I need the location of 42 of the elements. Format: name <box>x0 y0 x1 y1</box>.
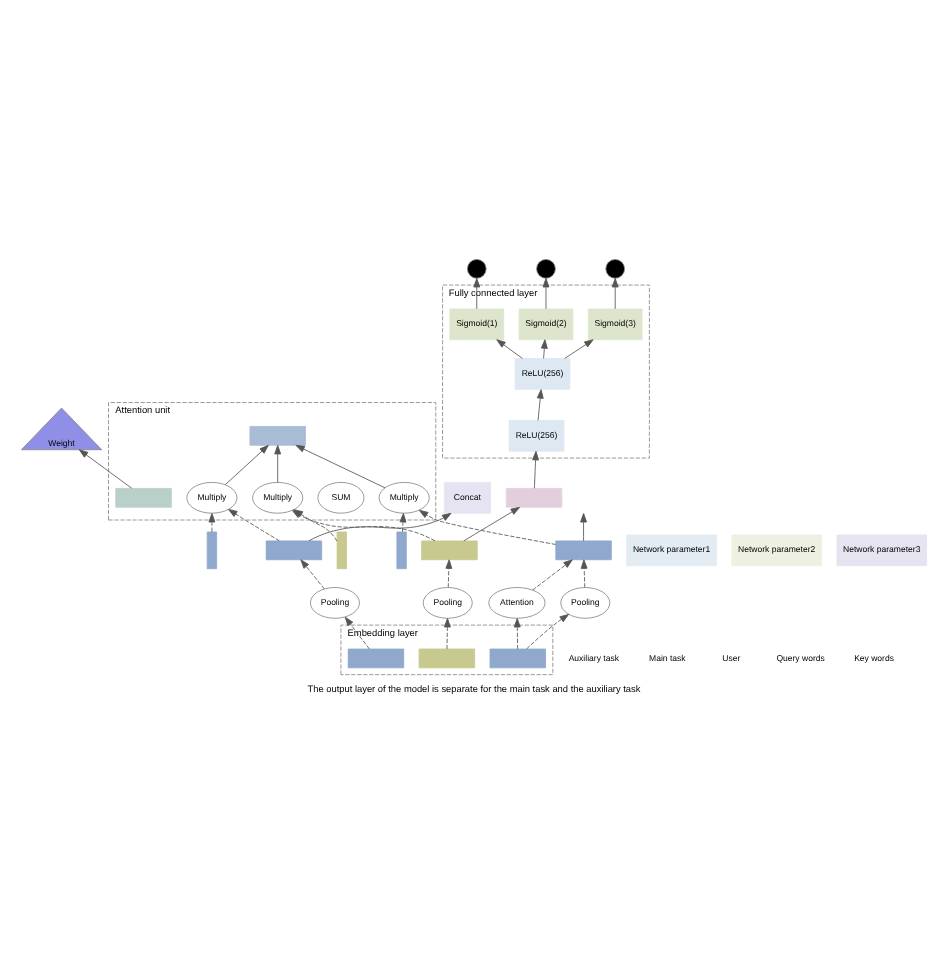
arrow <box>526 612 569 649</box>
node-circle <box>466 258 487 278</box>
arrow <box>532 449 539 488</box>
node-box <box>505 486 563 507</box>
node-box <box>489 647 546 668</box>
node-circle <box>536 258 556 278</box>
arrow <box>445 558 453 587</box>
arrow <box>78 448 133 488</box>
arrow <box>473 277 481 309</box>
node-box <box>115 486 172 507</box>
arrow <box>225 443 269 484</box>
arrow <box>308 511 452 541</box>
node-box <box>265 539 323 560</box>
arrow <box>611 277 619 309</box>
arrow <box>295 443 386 488</box>
node-box <box>249 425 306 445</box>
arrow <box>542 277 550 309</box>
arrow <box>208 512 216 532</box>
arrow <box>540 338 548 358</box>
arrow <box>564 338 594 358</box>
node-box <box>418 647 476 668</box>
node-bar <box>336 530 347 569</box>
arrow <box>300 558 325 589</box>
node-box <box>555 539 612 560</box>
arrow <box>580 558 588 587</box>
arrow <box>536 388 544 420</box>
arrow <box>443 617 451 649</box>
node-bar <box>206 530 218 569</box>
node-circle <box>605 258 625 278</box>
node-bar <box>396 530 407 569</box>
arrow <box>274 443 282 482</box>
node-box <box>421 539 478 560</box>
arrow <box>344 615 370 649</box>
arrow <box>580 512 587 541</box>
arrow <box>228 507 280 541</box>
arrow <box>418 508 557 544</box>
arrow <box>513 617 521 649</box>
arrow <box>496 338 523 358</box>
arrow <box>532 558 573 590</box>
node-box <box>347 647 405 668</box>
arrow <box>399 512 407 532</box>
arrow <box>463 505 521 541</box>
